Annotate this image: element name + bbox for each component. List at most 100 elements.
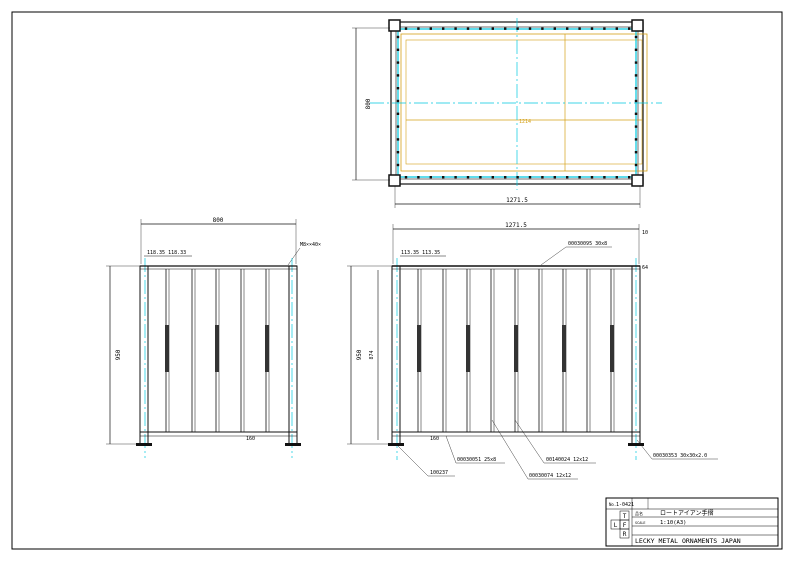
front-view-twist [466,325,470,372]
side-view-dim-height: 950 [115,349,122,360]
top-view-baluster-dot [541,27,544,30]
top-view-baluster-dot [396,35,400,39]
front-view-foot-left [388,443,404,446]
top-view-baluster-dot [491,27,494,30]
top-view-baluster-dot [396,87,400,90]
title-block-view-box-r [619,528,630,539]
top-view-hidden-outline [400,33,648,172]
top-view-post-tl [388,19,401,32]
top-view-baluster-dot [516,27,519,30]
top-view-baluster-dot [454,27,457,30]
title-block-view-l: L [614,522,618,529]
top-view-baluster-dot [396,99,400,103]
side-view-post-left [139,265,149,445]
side-view-foot-right [285,443,301,446]
top-view-post-tr [631,19,644,32]
top-view-baluster-dot [634,163,638,167]
top-view: 800 1214 1271.5 [352,18,662,208]
top-view-baluster-dot [634,87,638,90]
title-block-view-t: T [623,513,627,520]
front-view-bar-b-leader [514,419,545,464]
title-block-scale: 1:10(A3) [660,520,687,526]
title-block-name-label: 品名 [635,510,643,516]
title-block: No. 1-0421 品名 ロートアイアン手摺 SCALE 1:10(A3) L… [605,497,779,547]
top-view-post-bl [388,174,401,187]
title-block-frame [605,497,779,547]
front-view-balusters [417,269,615,432]
top-view-dim-inner: 1214 [519,119,531,125]
top-view-baluster-dot [396,125,400,128]
top-view-baluster-dot [634,138,638,141]
top-view-baluster-dot [541,176,544,179]
top-view-baluster-dot [516,176,519,179]
front-view-post-left [391,265,401,445]
front-view-foot-right [628,443,644,446]
top-view-dim-depth: 800 [365,98,372,109]
top-view-baluster-dot [590,176,594,179]
top-view-baluster-dot [491,176,494,179]
title-block-drawing-no: 1-0421 [616,502,634,508]
top-view-baluster-dot [634,151,638,154]
front-view-flat-bar-leader [445,435,457,464]
front-view-dim-top: 10 [642,230,648,236]
top-view-baluster-dot [504,176,507,179]
top-view-baluster-dot [603,27,606,30]
front-view-part-post: 00030353 30x30x2.0 [653,453,707,459]
top-view-baluster-dot [634,99,638,103]
side-view-foot-left [136,443,152,446]
front-view-twist [417,325,421,372]
top-view-baluster-dot [528,176,532,179]
title-block-name: ロートアイアン手摺 [660,509,713,517]
front-view-twist [514,325,518,372]
front-view-post-leader [636,439,653,460]
top-view-baluster-dot [634,112,638,115]
front-view-dim-total: 1271.5 [505,222,527,229]
top-view-baluster-dot [634,74,638,77]
side-view-twist [165,325,169,372]
top-view-baluster-dot [466,176,470,179]
top-view-baluster-dot [417,176,420,179]
top-view-baluster-dot [553,176,556,179]
top-view-baluster-dot [396,61,400,64]
top-view-baluster-dot [628,176,631,179]
top-view-baluster-dot [404,27,408,30]
top-view-baluster-dot [429,27,432,30]
front-view-part-top-rail: 00030095 30x8 [568,241,607,247]
top-view-baluster-dot [603,176,606,179]
top-view-baluster-dot [396,48,400,51]
top-view-baluster-dot [578,27,581,30]
front-view-dim-base: 160 [430,436,439,442]
top-view-baluster-dot [396,163,400,167]
side-view-twist [215,325,219,372]
top-view-post-br [631,174,644,187]
top-view-baluster-dot [615,27,618,30]
front-view-twist [562,325,566,372]
top-view-baluster-dot [634,35,638,39]
side-view-bolt-leader [287,247,301,266]
top-view-baluster-dot [479,27,482,30]
top-view-baluster-dot [417,27,420,30]
top-view-baluster-dot [590,27,594,30]
side-view-bolt-label: M8××40× [300,242,321,248]
title-block-no-label: No. [609,502,616,507]
top-view-baluster-dot [396,151,400,154]
top-view-baluster-dot [566,176,569,179]
top-view-dim-length: 1271.5 [506,197,528,204]
front-view: 1271.5 113.35 113.35 00030095 30x8 10 64… [347,222,718,480]
front-view-dim-side: 64 [642,265,648,271]
top-view-baluster-dot [634,125,638,128]
top-view-baluster-dot [442,27,445,30]
top-view-baluster-dot [429,176,432,179]
sheet-border [11,11,783,550]
front-view-twist [610,325,614,372]
side-view-dim-width: 800 [213,217,224,224]
front-view-dim-spacing: 113.35 113.35 [401,250,440,256]
front-view-top-rail-leader [540,246,567,266]
title-block-view-f: F [623,522,627,529]
front-view-part-foot: 100237 [430,470,448,476]
top-view-baluster-dot [442,176,445,179]
front-view-dim-inner-height: 874 [369,350,375,359]
title-block-view-r: R [623,531,627,538]
